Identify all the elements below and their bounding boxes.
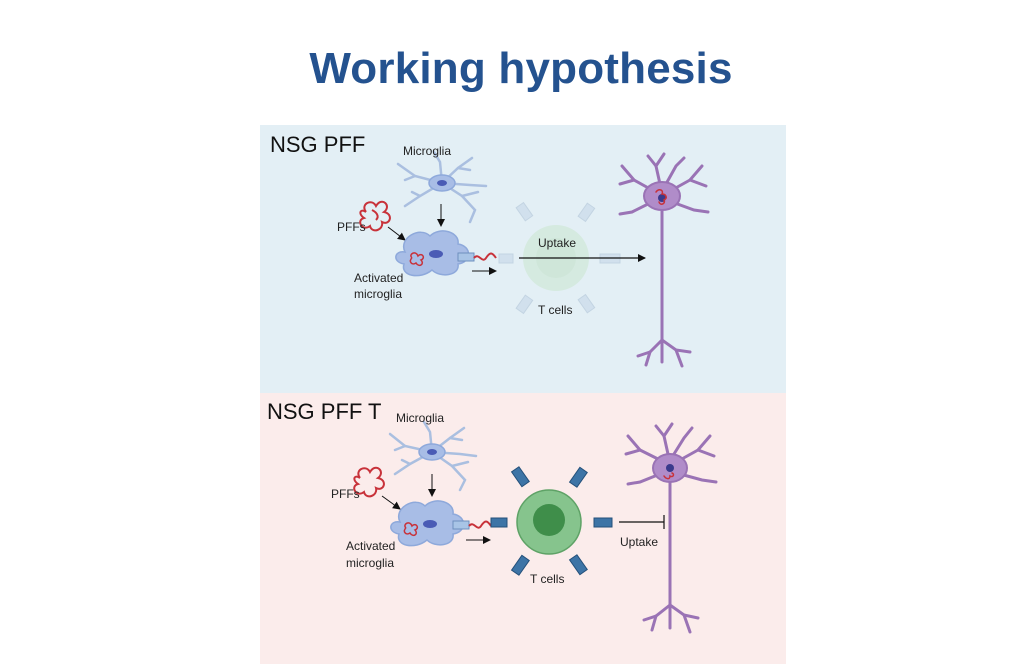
label-pffs-bottom: PFFs <box>331 487 360 501</box>
panel-label-nsg-pff-t: NSG PFF T <box>267 399 382 424</box>
inhibition-symbol <box>619 515 665 529</box>
label-tcells-top: T cells <box>538 303 572 317</box>
resting-microglia-bottom-icon <box>388 420 478 492</box>
pff-aggregate-icon <box>359 200 391 232</box>
label-uptake-bottom: Uptake <box>620 535 658 549</box>
label-activated-top-2: microglia <box>354 287 402 301</box>
pff-aggregate-bottom-icon <box>353 466 385 498</box>
slide-title: Working hypothesis <box>309 44 733 93</box>
resting-microglia-icon <box>396 150 488 224</box>
activated-microglia-icon <box>395 230 470 277</box>
label-pffs-top: PFFs <box>337 220 366 234</box>
mhc-receptor-bottom-icon <box>452 520 492 530</box>
label-activated-bottom-2: microglia <box>346 556 394 570</box>
label-tcells-bottom: T cells <box>530 572 564 586</box>
label-microglia-bottom: Microglia <box>396 411 444 425</box>
label-uptake-top: Uptake <box>538 236 576 250</box>
arrow-pffs-bottom <box>381 495 401 510</box>
panel-label-nsg-pff: NSG PFF <box>270 132 366 157</box>
label-microglia-top: Microglia <box>403 144 451 158</box>
t-cell-icon <box>490 466 613 576</box>
arrow-pffs-top <box>387 226 406 241</box>
label-activated-bottom-1: Activated <box>346 539 395 553</box>
label-activated-top-1: Activated <box>354 271 403 285</box>
neuron-top-icon <box>618 152 710 368</box>
neuron-bottom-icon <box>624 422 718 634</box>
mhc-receptor-icon <box>457 252 497 262</box>
activated-microglia-bottom-icon <box>390 500 465 547</box>
